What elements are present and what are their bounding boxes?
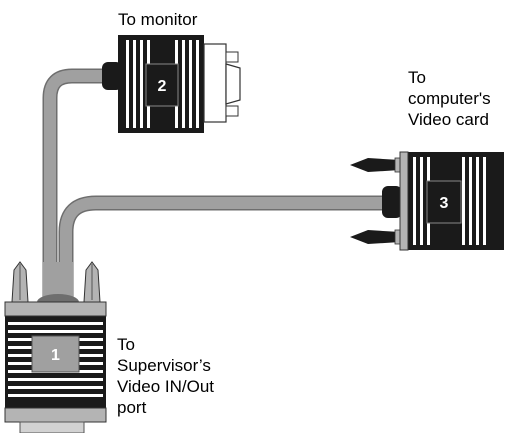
- label-line: port: [117, 398, 147, 417]
- connector-3-number: 3: [440, 195, 449, 212]
- label-line: To monitor: [118, 10, 198, 29]
- connector-2-number: 2: [158, 78, 167, 95]
- connector-monitor: 2: [102, 35, 241, 133]
- label-line: To: [408, 68, 426, 87]
- thumbscrew-left: [11, 261, 29, 303]
- label-to-supervisor: To Supervisor’s Video IN/Out port: [117, 334, 214, 418]
- thumbscrew-right: [83, 261, 101, 303]
- thumbscrew-top: [350, 157, 402, 173]
- label-line: Supervisor’s: [117, 356, 211, 375]
- label-line: computer's: [408, 89, 491, 108]
- label-line: Video IN/Out: [117, 377, 215, 396]
- label-to-computer: To computer's Video card: [408, 67, 491, 130]
- cable-to-computer: [58, 195, 392, 305]
- connector-computer: 3: [350, 151, 504, 251]
- connector-1-number: 1: [51, 347, 60, 364]
- y-cable: [42, 68, 392, 305]
- label-line: To: [117, 335, 135, 354]
- monitor-dsub: [203, 43, 241, 123]
- label-to-monitor: To monitor: [118, 9, 197, 30]
- thumbscrew-bottom: [350, 229, 402, 245]
- connector-supervisor: 1: [4, 261, 107, 433]
- label-line: Video card: [408, 110, 489, 129]
